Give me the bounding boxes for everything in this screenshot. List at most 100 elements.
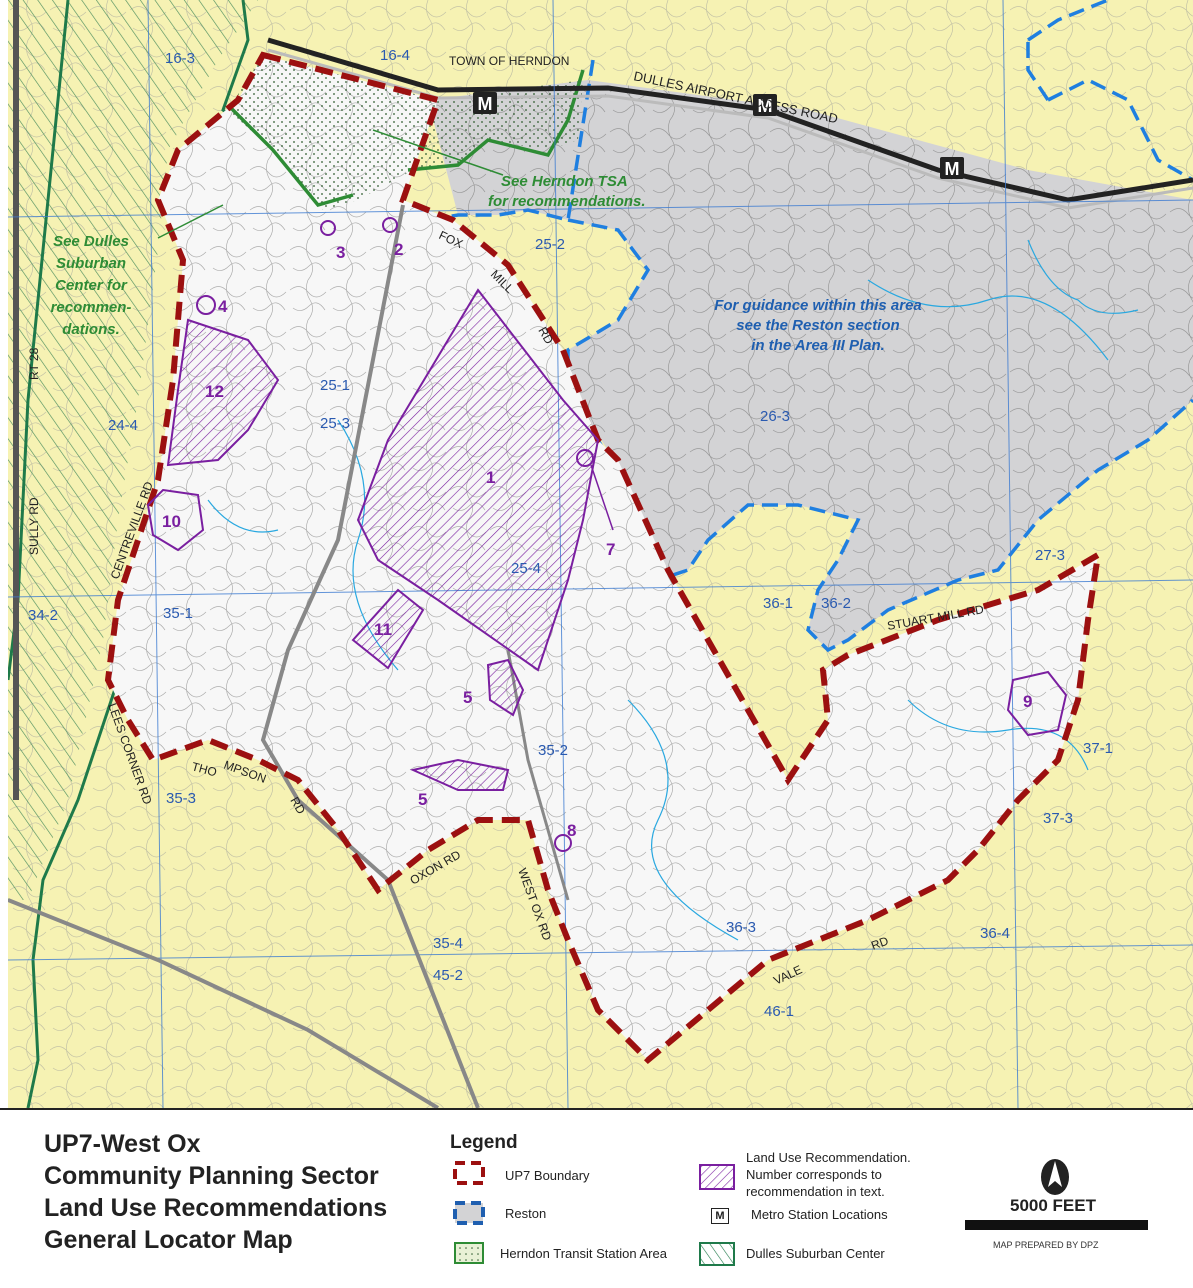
- metro-station-center: M: [753, 94, 777, 116]
- grid-label: 26-3: [760, 408, 790, 425]
- road-label-vale-rd: RD: [869, 934, 890, 953]
- reston-swatch: [453, 1201, 485, 1225]
- map-title-line: Land Use Recommendations: [44, 1194, 388, 1222]
- up7-streets: [108, 55, 1098, 1060]
- grid-label: 36-3: [726, 919, 756, 936]
- metro-station-east: M: [940, 157, 964, 179]
- recommendation-area-7: [576, 449, 594, 467]
- grid-label: 24-4: [108, 417, 138, 434]
- note-herndon-tsa: See Herndon TSA for recommendations.: [488, 173, 646, 210]
- grid-label: 27-3: [1035, 547, 1065, 564]
- note-dulles-suburban: See Dulles Suburban Center for recommen-…: [51, 233, 132, 338]
- up7-boundary-swatch: [453, 1161, 485, 1185]
- leader-tsa: [372, 129, 504, 176]
- legend-panel: UP7-West Ox Community Planning Sector La…: [0, 1108, 1193, 1288]
- legend-dulles: Dulles Suburban Center: [746, 1246, 885, 1261]
- metro-station-herndon: M: [473, 92, 497, 114]
- grid-label: 36-4: [980, 925, 1010, 942]
- dulles-suburban-center-area: [8, 0, 258, 900]
- grid-label: 34-2: [28, 607, 58, 624]
- reston-streets: [428, 80, 1193, 650]
- recommendation-area-2: [382, 217, 398, 233]
- rec-number: 3: [336, 243, 345, 262]
- grid-label: 25-1: [320, 377, 350, 394]
- road-label-thompson-a: THO: [190, 759, 218, 779]
- lur-swatch: [699, 1164, 735, 1190]
- map-title-line: General Locator Map: [44, 1226, 293, 1254]
- note-line: for recommendations.: [488, 193, 646, 210]
- note-reston: For guidance within this area see the Re…: [714, 297, 922, 354]
- dulles-access-road-edge: [267, 48, 1193, 210]
- place-town-of-herndon: TOWN OF HERNDON: [449, 54, 569, 68]
- note-line: recommen-: [51, 299, 132, 316]
- map-title-line: Community Planning Sector: [44, 1162, 379, 1190]
- grid-label: 16-3: [165, 50, 195, 67]
- note-line: dations.: [62, 321, 120, 338]
- grid-label: 35-4: [433, 935, 463, 952]
- metro-letter: M: [758, 96, 773, 116]
- grid-label: 16-4: [380, 47, 410, 64]
- up7-boundary: [104, 51, 1102, 1065]
- scale-bar: [965, 1220, 1148, 1230]
- road-label-rt28: RT 28: [27, 347, 41, 380]
- note-line: Center for: [55, 277, 128, 294]
- recommendation-numbers: 1 2 3 4 5 5 7 8 9 10 11 12: [162, 240, 1032, 840]
- grid-label: 25-3: [320, 415, 350, 432]
- grid-label: 37-3: [1043, 810, 1073, 827]
- rec-number: 8: [567, 821, 576, 840]
- legend-lur-line-2: Number corresponds to: [746, 1167, 882, 1182]
- note-line: see the Reston section: [736, 317, 899, 334]
- note-line: See Dulles: [53, 233, 129, 250]
- recommendation-area-1: [356, 288, 600, 672]
- legend-metro: Metro Station Locations: [751, 1207, 888, 1222]
- legend-reston: Reston: [505, 1206, 547, 1221]
- rec-number: 1: [486, 468, 495, 487]
- grid-label: 36-1: [763, 595, 793, 612]
- note-line: For guidance within this area: [714, 297, 922, 314]
- rec-number: 10: [162, 512, 181, 531]
- map-canvas: M M M 16-3 16-4 25-2 25-1 25-3 24-4 26-3…: [8, 0, 1193, 1108]
- herndon-tsa-boundary: [226, 69, 585, 207]
- recommendation-area-10: [146, 488, 205, 552]
- southwest-road: [8, 898, 440, 1108]
- tsa-swatch: [454, 1242, 484, 1264]
- recommendation-area-8: [554, 834, 572, 852]
- grid-label: 46-1: [764, 1003, 794, 1020]
- recommendation-area-3: [320, 220, 336, 236]
- rec-number: 4: [218, 297, 228, 316]
- grid-label: 35-2: [538, 742, 568, 759]
- recommendation-area-9: [1006, 670, 1068, 737]
- metro-letter: M: [478, 94, 493, 114]
- grid-label: 25-2: [535, 236, 565, 253]
- north-arrow-icon: [1041, 1159, 1069, 1195]
- grid-labels: 16-3 16-4 25-2 25-1 25-3 24-4 26-3 25-4 …: [28, 47, 1113, 1020]
- legend-heading: Legend: [450, 1132, 518, 1153]
- grid-label: 45-2: [433, 967, 463, 984]
- legend-up7: UP7 Boundary: [505, 1168, 590, 1183]
- grid-label: 35-1: [163, 605, 193, 622]
- legend-tsa: Herndon Transit Station Area: [500, 1246, 667, 1261]
- map-title-line: UP7-West Ox: [44, 1130, 201, 1158]
- rec-number: 12: [205, 382, 224, 401]
- recommendation-area-12: [166, 318, 280, 467]
- rec-number: 5: [418, 790, 427, 809]
- recommendation-area-4: [196, 295, 216, 315]
- legend-lur-line-1: Land Use Recommendation.: [746, 1150, 911, 1165]
- legend-lur-line-3: recommendation in text.: [746, 1184, 885, 1199]
- grid-label: 37-1: [1083, 740, 1113, 757]
- road-label-sully: SULLY RD: [27, 497, 41, 555]
- note-line: Suburban: [56, 255, 126, 272]
- note-line: See Herndon TSA: [501, 173, 628, 190]
- rec-number: 7: [606, 540, 615, 559]
- recommendation-area-5b: [409, 758, 510, 791]
- rec-number: 9: [1023, 692, 1032, 711]
- grid-label: 36-2: [821, 595, 851, 612]
- dsc-swatch: [699, 1242, 735, 1266]
- rec-number: 2: [394, 240, 403, 259]
- leader-7: [590, 464, 614, 531]
- rec-number: 5: [463, 688, 472, 707]
- grid-label: 25-4: [511, 560, 541, 577]
- metro-letter: M: [945, 159, 960, 179]
- reston-boundary: [427, 0, 1193, 653]
- recommendation-area-5a: [486, 658, 525, 717]
